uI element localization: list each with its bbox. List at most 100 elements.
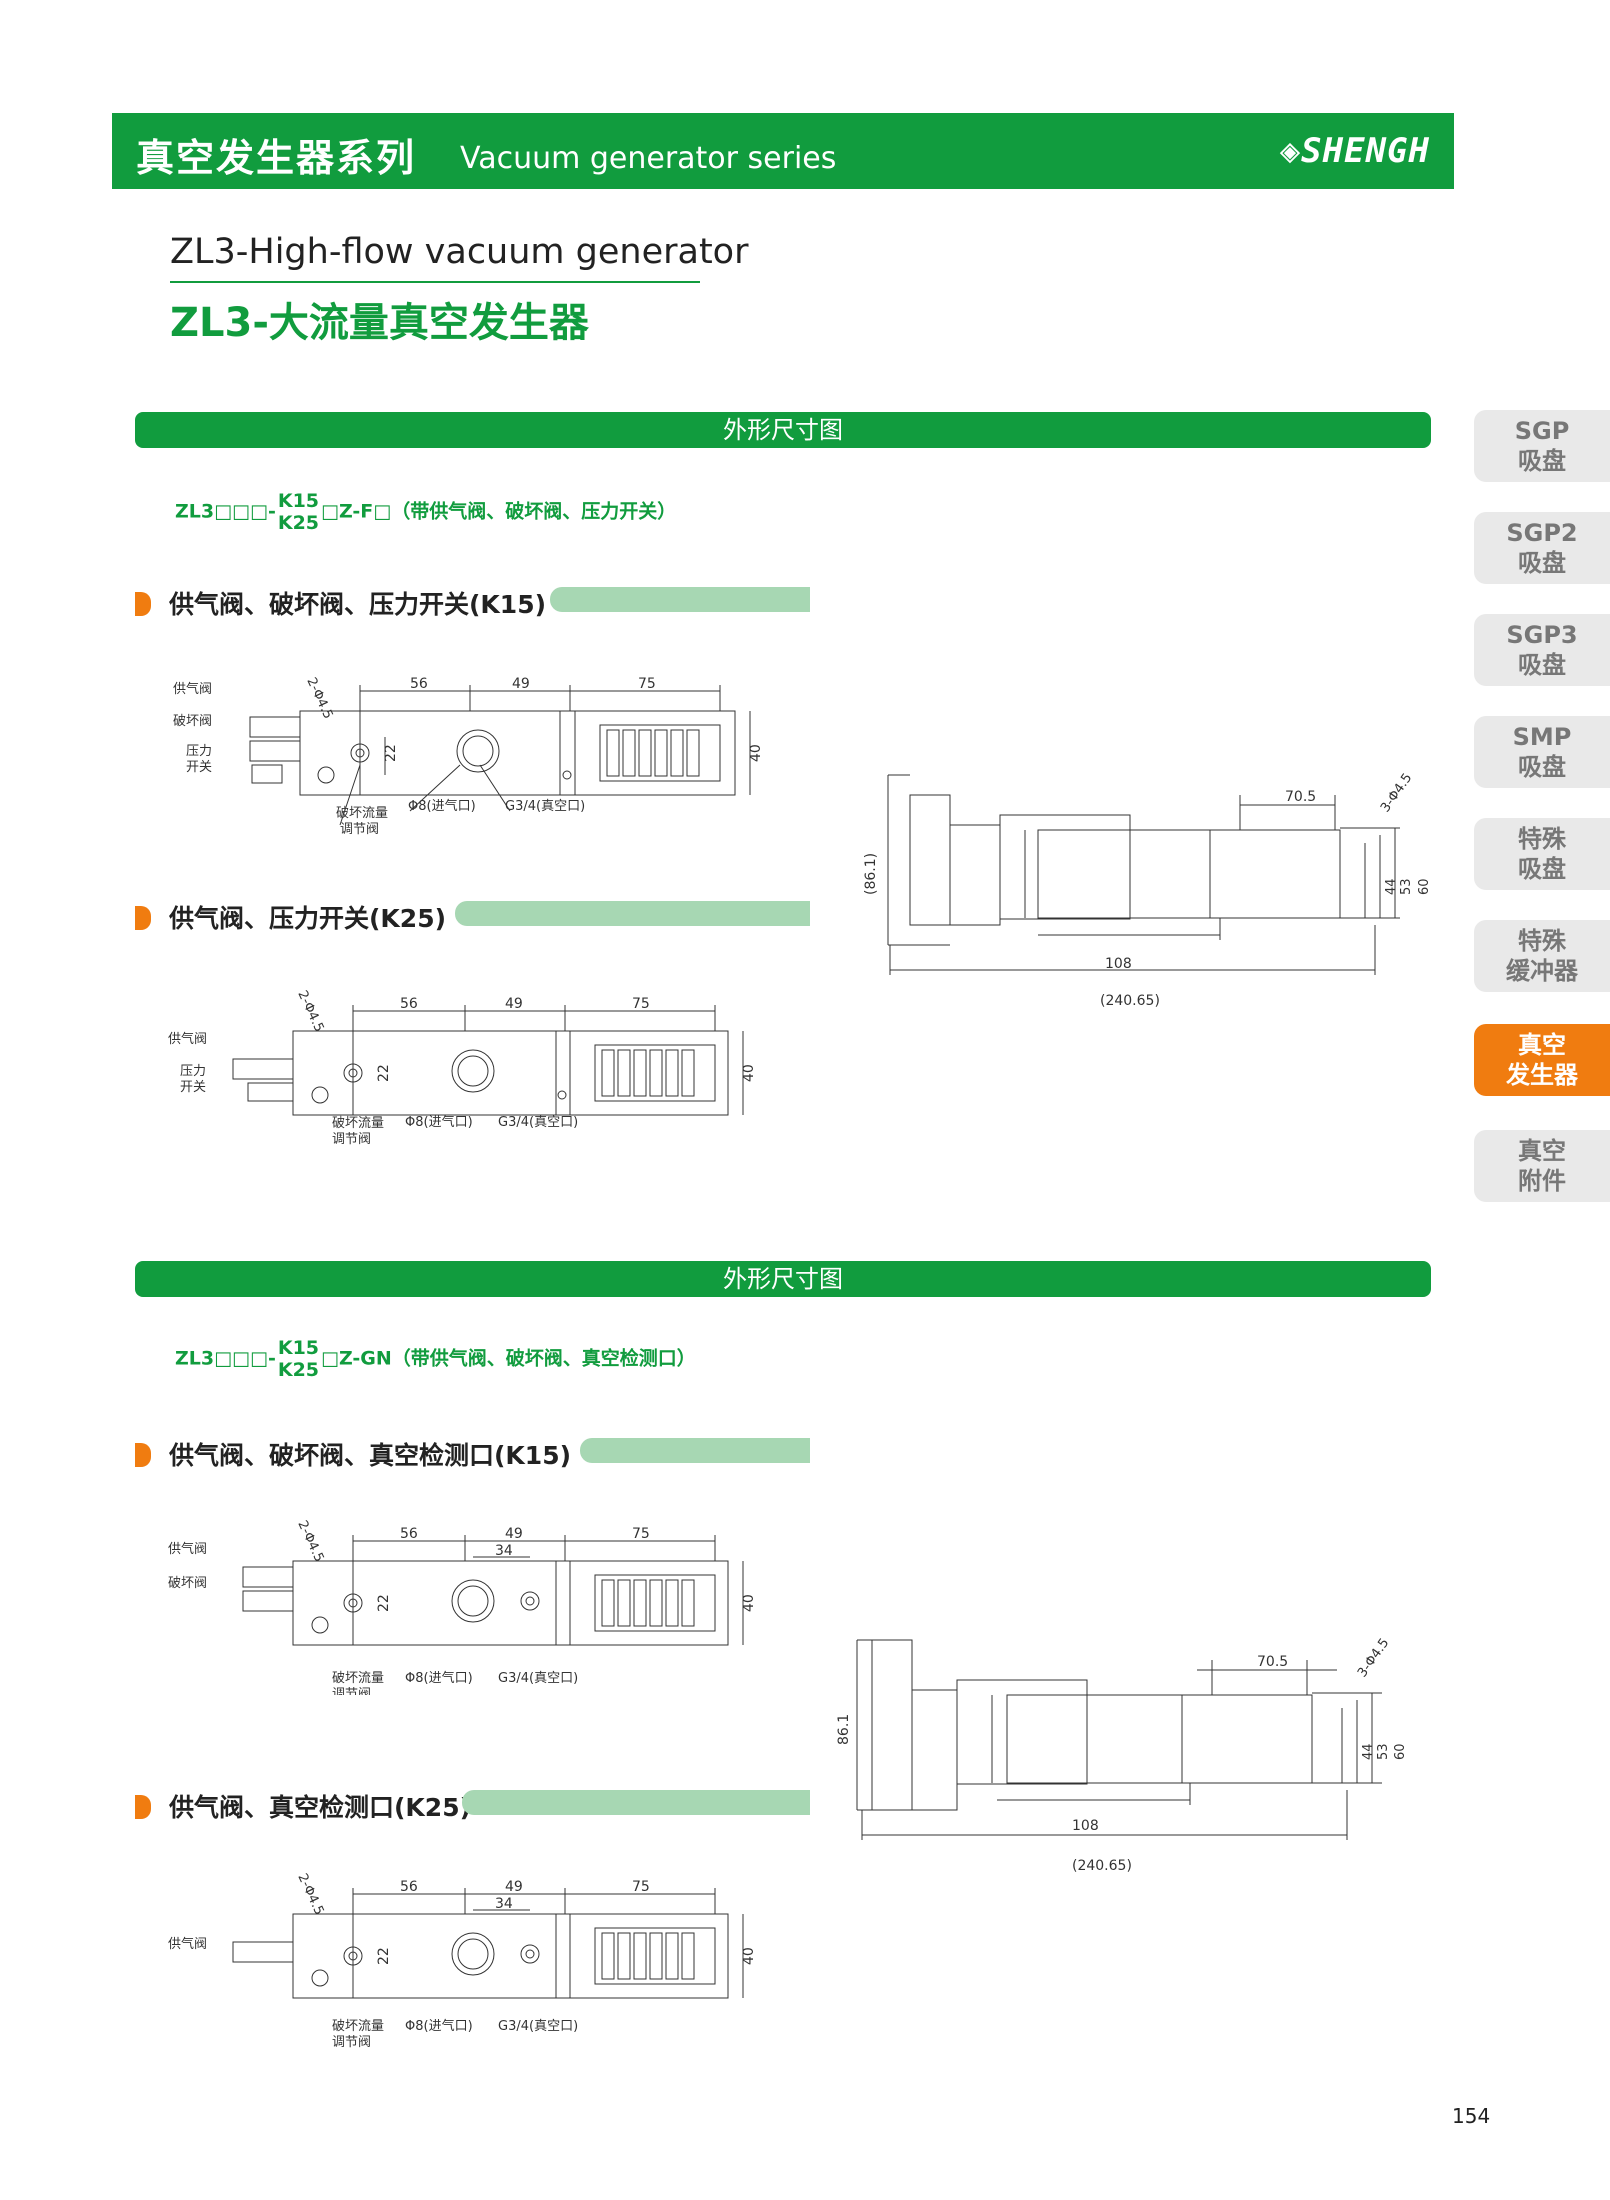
svg-text:70.5: 70.5	[1257, 1654, 1288, 1670]
svg-text:75: 75	[632, 996, 650, 1012]
svg-text:22: 22	[383, 744, 399, 762]
svg-text:2-Φ4.5: 2-Φ4.5	[303, 675, 335, 721]
svg-text:108: 108	[1105, 956, 1132, 972]
product-title-en: ZL3-High-flow vacuum generator	[170, 232, 749, 272]
subheading-1a: 供气阀、破坏阀、压力开关(K15)	[135, 585, 546, 621]
svg-text:40: 40	[741, 1947, 757, 1965]
subheading-line	[462, 1790, 810, 1815]
svg-text:G3/4(真空口): G3/4(真空口)	[505, 799, 585, 814]
svg-text:86.1: 86.1	[836, 1714, 852, 1745]
orange-marker-icon	[135, 1795, 151, 1819]
svg-text:75: 75	[632, 1526, 650, 1542]
svg-text:34: 34	[495, 1543, 513, 1559]
orange-marker-icon	[135, 906, 151, 930]
svg-text:53: 53	[1376, 1743, 1391, 1760]
svg-text:108: 108	[1072, 1818, 1099, 1834]
svg-text:开关: 开关	[180, 1080, 206, 1095]
svg-text:56: 56	[410, 676, 428, 692]
svg-text:调节阀: 调节阀	[332, 1687, 371, 1695]
svg-text:22: 22	[376, 1064, 392, 1082]
svg-text:压力: 压力	[186, 744, 212, 759]
sidebar-item-special-cup[interactable]: 特殊吸盘	[1474, 818, 1610, 890]
svg-text:G3/4(真空口): G3/4(真空口)	[498, 1115, 578, 1130]
svg-text:53: 53	[1399, 878, 1414, 895]
svg-text:49: 49	[505, 1526, 523, 1542]
svg-text:供气阀: 供气阀	[173, 681, 212, 697]
subheading-line	[455, 901, 810, 926]
svg-text:(240.65): (240.65)	[1072, 1858, 1132, 1874]
dimension-drawing-2a: 56 49 34 75 22 40 供气阀 破坏阀 破坏流量 调节阀 Φ8(进气…	[168, 1518, 757, 1695]
subheading-line	[580, 1438, 810, 1463]
page-number: 154	[1452, 2104, 1491, 2128]
sidebar-item-vacuum-accessory[interactable]: 真空附件	[1474, 1130, 1610, 1202]
svg-text:G3/4(真空口): G3/4(真空口)	[498, 2019, 578, 2034]
svg-text:Φ8(进气口): Φ8(进气口)	[408, 798, 476, 814]
svg-text:2-Φ4.5: 2-Φ4.5	[294, 988, 326, 1034]
svg-text:60: 60	[1393, 1743, 1408, 1760]
svg-text:G3/4(真空口): G3/4(真空口)	[498, 1671, 578, 1686]
svg-text:调节阀: 调节阀	[332, 2035, 371, 2050]
svg-text:Φ8(进气口): Φ8(进气口)	[405, 1114, 473, 1130]
svg-text:40: 40	[741, 1594, 757, 1612]
brand-logo: ◈SHENGH	[1279, 131, 1430, 171]
svg-text:40: 40	[748, 744, 760, 762]
svg-text:40: 40	[741, 1064, 757, 1082]
section-bar-1: 外形尺寸图	[135, 412, 1431, 448]
svg-text:破坏流量: 破坏流量	[332, 1116, 384, 1131]
svg-text:56: 56	[400, 1879, 418, 1895]
svg-text:供气阀: 供气阀	[168, 1936, 207, 1952]
svg-text:44: 44	[1384, 878, 1399, 895]
svg-text:破坏阀: 破坏阀	[173, 714, 212, 729]
svg-text:49: 49	[512, 676, 530, 692]
side-view-drawing-1: 70.5 108 (240.65) (86.1) 44 53 60 3-Φ4.5	[863, 771, 1432, 1009]
subheading-2a: 供气阀、破坏阀、真空检测口(K15)	[135, 1436, 571, 1472]
svg-text:22: 22	[376, 1947, 392, 1965]
svg-text:Φ8(进气口): Φ8(进气口)	[405, 1670, 473, 1686]
header-bar: 真空发生器系列 Vacuum generator series ◈SHENGH	[112, 113, 1454, 189]
svg-text:(240.65): (240.65)	[1100, 993, 1160, 1009]
svg-text:70.5: 70.5	[1285, 789, 1316, 805]
series-title-cn: 真空发生器系列	[136, 136, 417, 180]
svg-text:56: 56	[400, 1526, 418, 1542]
svg-text:56: 56	[400, 996, 418, 1012]
svg-text:2-Φ4.5: 2-Φ4.5	[294, 1518, 326, 1564]
svg-text:Φ8(进气口): Φ8(进气口)	[405, 2018, 473, 2034]
svg-text:60: 60	[1417, 878, 1432, 895]
svg-text:调节阀: 调节阀	[340, 822, 379, 837]
svg-text:破坏阀: 破坏阀	[168, 1576, 207, 1591]
subheading-1b: 供气阀、压力开关(K25)	[135, 899, 446, 935]
svg-text:49: 49	[505, 996, 523, 1012]
svg-text:3-Φ4.5: 3-Φ4.5	[1378, 771, 1415, 816]
orange-marker-icon	[135, 1443, 151, 1467]
sidebar-item-vacuum-generator[interactable]: 真空发生器	[1474, 1024, 1610, 1096]
sidebar-item-special-buffer[interactable]: 特殊缓冲器	[1474, 920, 1610, 992]
svg-text:破坏流量: 破坏流量	[336, 806, 388, 821]
product-title-cn: ZL3-大流量真空发生器	[170, 300, 589, 346]
svg-text:75: 75	[632, 1879, 650, 1895]
svg-text:压力: 压力	[180, 1064, 206, 1079]
svg-text:开关: 开关	[186, 760, 212, 775]
series-title-en: Vacuum generator series	[460, 141, 837, 176]
svg-text:破坏流量: 破坏流量	[332, 1671, 384, 1686]
svg-text:破坏流量: 破坏流量	[332, 2019, 384, 2034]
svg-text:2-Φ4.5: 2-Φ4.5	[294, 1871, 326, 1917]
subheading-line	[550, 587, 810, 612]
svg-text:22: 22	[376, 1594, 392, 1612]
section-bar-2: 外形尺寸图	[135, 1261, 1431, 1297]
svg-text:49: 49	[505, 1879, 523, 1895]
svg-text:44: 44	[1361, 1743, 1376, 1760]
svg-text:3-Φ4.5: 3-Φ4.5	[1355, 1636, 1392, 1681]
orange-marker-icon	[135, 592, 151, 616]
dimension-drawing-1a: 56 49 75 22 40 供气阀 破坏阀 压力 开关 破坏流量 调节阀 Φ8…	[173, 675, 760, 837]
svg-text:75: 75	[638, 676, 656, 692]
dimension-drawing-2b: 56 49 34 75 22 40 供气阀 破坏流量 调节阀 Φ8(进气口) G…	[168, 1871, 757, 2050]
side-view-drawing-2: 70.5 108 (240.65) 86.1 44 53 60 3-Φ4.5	[836, 1636, 1408, 1874]
title-divider	[170, 281, 700, 283]
svg-text:供气阀: 供气阀	[168, 1031, 207, 1047]
dimension-drawing-1b: 56 49 75 22 40 供气阀 压力 开关 破坏流量 调节阀 Φ8(进气口…	[168, 988, 757, 1147]
